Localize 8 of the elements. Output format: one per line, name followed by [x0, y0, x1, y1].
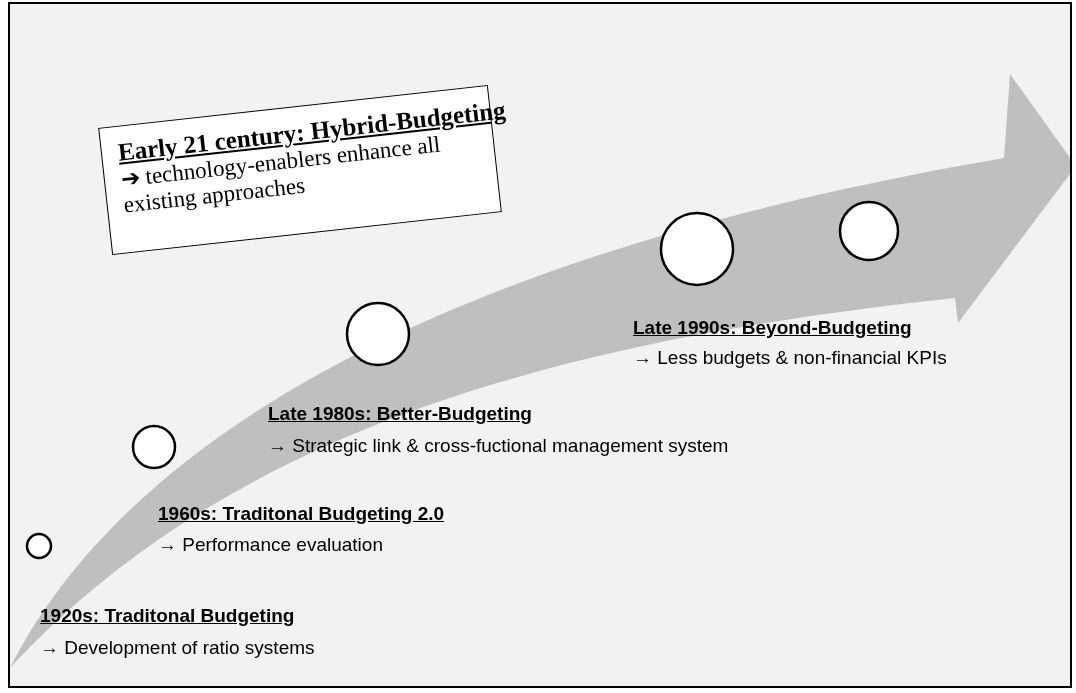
period-description: → Development of ratio systems — [40, 637, 315, 659]
period-heading: Late 1990s: Beyond-Budgeting — [633, 317, 912, 339]
period-heading: 1960s: Traditonal Budgeting 2.0 — [158, 503, 445, 525]
period-description: → Less budgets & non-financial KPIs — [633, 347, 947, 369]
period-heading: 1920s: Traditonal Budgeting — [40, 605, 295, 627]
period-description: → Strategic link & cross-fuctional management system — [268, 435, 729, 457]
period-heading: Late 1980s: Better-Budgeting — [268, 403, 532, 425]
period-description: → Performance evaluation — [158, 534, 383, 556]
